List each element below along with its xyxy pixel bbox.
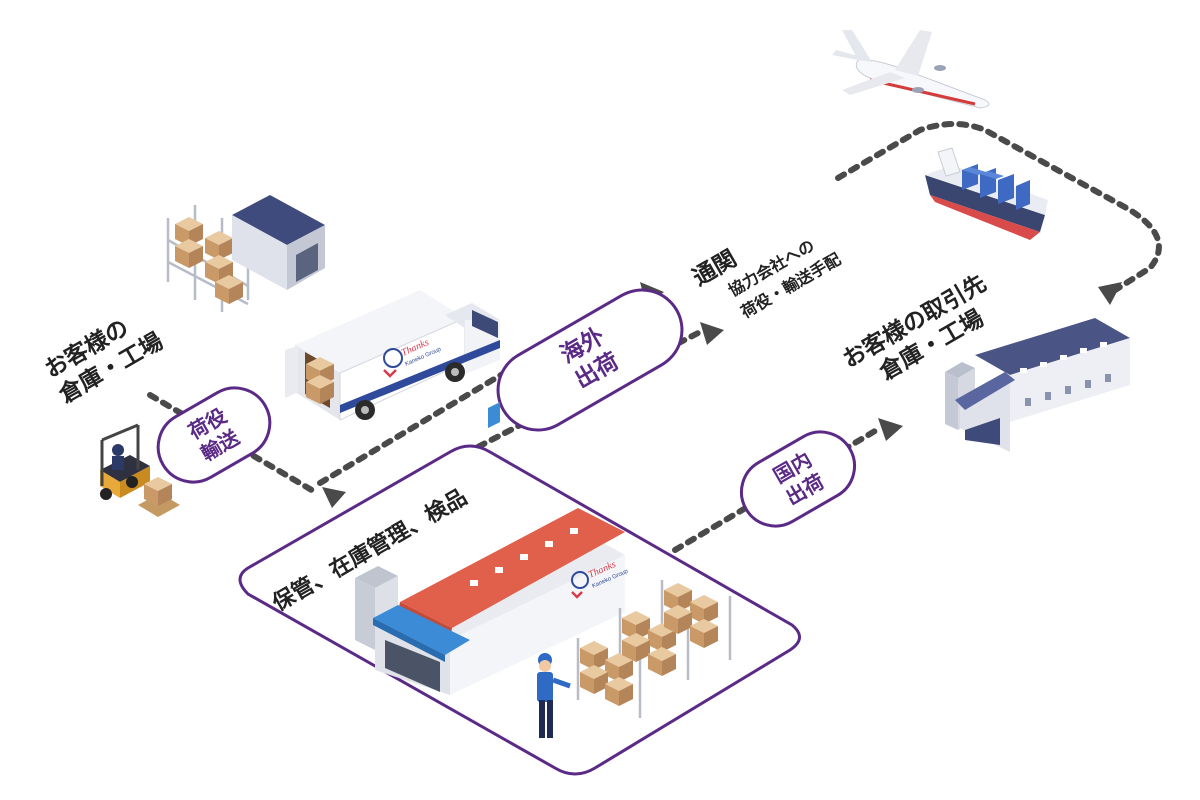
pill-overseas <box>496 288 684 432</box>
airplane-illustration <box>832 30 990 109</box>
destination-factory-illustration <box>945 318 1130 452</box>
ship-illustration <box>925 147 1048 240</box>
path-transport-to-overseas-upper <box>317 289 643 486</box>
pill-domestic <box>739 430 857 528</box>
origin-warehouse-illustration <box>166 195 325 312</box>
arrowhead-destination <box>1098 282 1122 305</box>
forklift-illustration <box>100 423 180 517</box>
path-sea-air-loop <box>835 121 1162 295</box>
main-warehouse-illustration: Thanks Kaneko Group <box>355 402 732 738</box>
truck-illustration: Thanks Kaneko Group <box>285 290 500 421</box>
pill-transport <box>156 386 272 484</box>
arrowhead-overseas-lower <box>700 322 724 345</box>
arrowhead-storage <box>322 487 346 508</box>
arrowhead-domestic <box>878 418 903 441</box>
